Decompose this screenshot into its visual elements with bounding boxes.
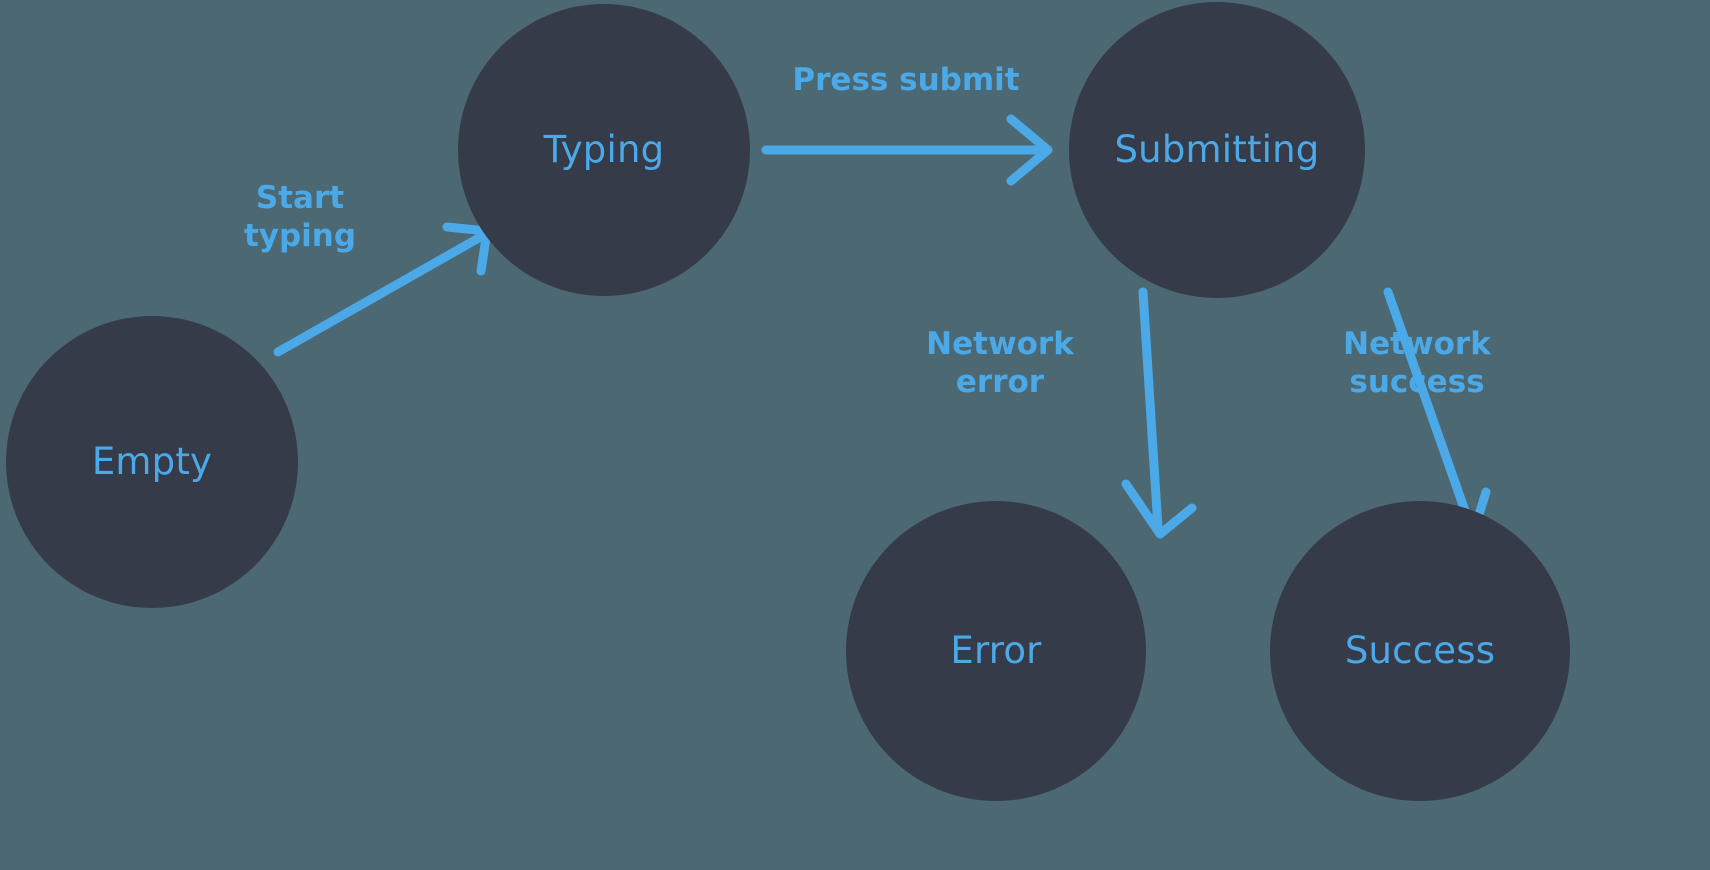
state-node-label: Success (1344, 628, 1496, 672)
edge-label-start-typing: Start typing (243, 180, 357, 254)
state-node-label: Error (950, 628, 1042, 672)
state-node-empty[interactable]: Empty (6, 316, 298, 608)
edge-network-error (1121, 287, 1197, 539)
state-node-submitting[interactable]: Submitting (1069, 2, 1365, 298)
edge-press-submit (761, 114, 1053, 186)
state-node-success[interactable]: Success (1270, 501, 1570, 801)
state-node-label: Typing (543, 127, 665, 171)
edge-label-press-submit: Press submit (792, 62, 1020, 99)
state-node-error[interactable]: Error (846, 501, 1146, 801)
state-node-label: Submitting (1114, 127, 1320, 171)
edge-label-network-success: Network success (1343, 326, 1491, 400)
state-node-typing[interactable]: Typing (458, 4, 750, 296)
state-node-label: Empty (91, 439, 213, 483)
edge-label-network-error: Network error (926, 326, 1074, 400)
